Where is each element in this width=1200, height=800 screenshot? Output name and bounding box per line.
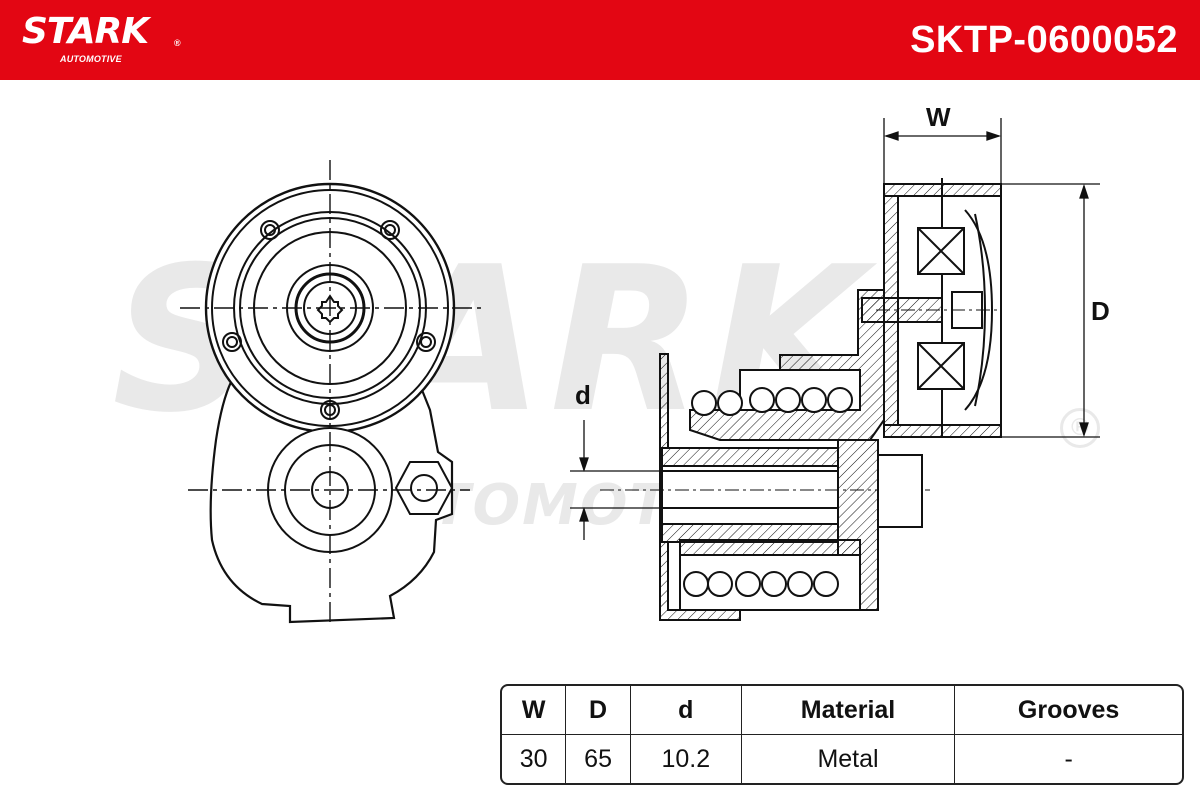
specs-value-d: 65	[566, 735, 631, 783]
brand-logo: STARK ® AUTOMOTIVE	[22, 11, 181, 65]
header-bar: STARK ® AUTOMOTIVE SKTP-0600052	[0, 0, 1200, 80]
specs-header-w: W	[502, 686, 567, 735]
dimension-label-w: W	[926, 102, 951, 132]
specs-value-material: Metal	[742, 735, 956, 783]
front-view	[180, 160, 482, 625]
specs-table: W D d Material Grooves 30 65 10.2 Metal …	[500, 684, 1184, 785]
rivet-hole	[260, 220, 280, 240]
rivet-hole	[222, 332, 242, 352]
torx-bolt-icon	[316, 294, 344, 324]
specs-value-w: 30	[502, 735, 567, 783]
dimension-label-small-d: d	[575, 380, 591, 410]
section-view	[570, 118, 1100, 621]
brand-registered-mark: ®	[174, 38, 181, 48]
specs-header-grooves: Grooves	[955, 686, 1182, 735]
spring-coils-upper	[691, 387, 853, 416]
specs-header-row: W D d Material Grooves	[502, 686, 1182, 735]
dimension-small-d	[570, 420, 662, 540]
specs-value-small-d: 10.2	[631, 735, 742, 783]
front-center-lines	[180, 160, 482, 625]
dimension-d	[1001, 183, 1100, 438]
brand-logo-subtitle: AUTOMOTIVE	[60, 54, 122, 64]
mounting-lug	[877, 454, 923, 528]
rivet-hole	[380, 220, 400, 240]
spring-coils-lower	[683, 571, 839, 597]
rivet-hole	[416, 332, 436, 352]
specs-header-material: Material	[741, 686, 956, 735]
brand-logo-text: STARK	[22, 11, 149, 52]
arm-section	[689, 289, 885, 441]
specs-header-small-d: d	[630, 686, 742, 735]
specs-value-grooves: -	[1064, 744, 1073, 773]
specs-value-row: 30 65 10.2 Metal -	[502, 735, 1182, 783]
hex-lug	[394, 461, 454, 515]
dimension-label-d: D	[1091, 296, 1110, 326]
pulley-section	[861, 178, 1002, 438]
part-number: SKTP-0600052	[910, 19, 1178, 61]
dimension-w	[883, 118, 1002, 186]
specs-header-d: D	[566, 686, 631, 735]
